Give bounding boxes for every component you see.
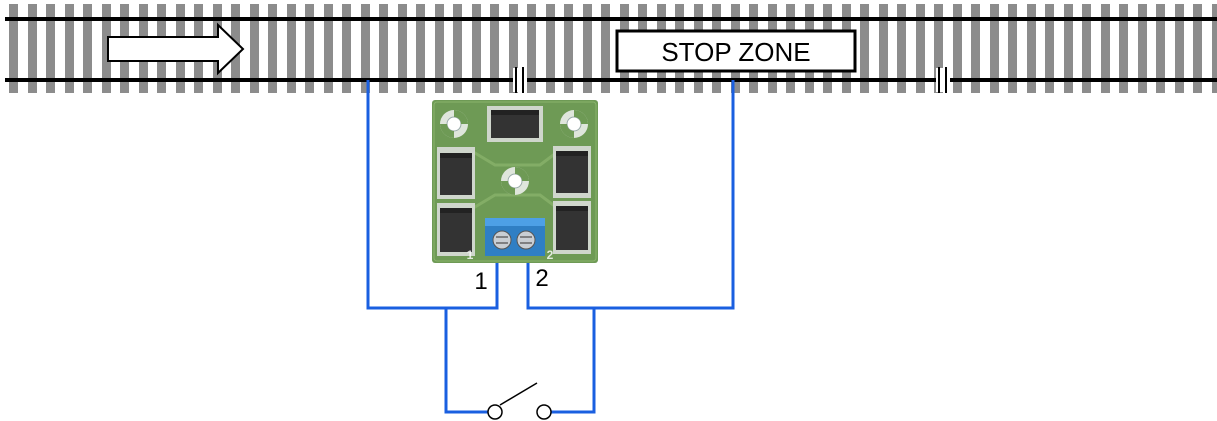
rail-gap-right	[936, 67, 950, 93]
sleeper	[990, 4, 999, 93]
sleeper	[490, 4, 499, 93]
terminal-label-2: 2	[535, 265, 548, 292]
wire-switch-right	[551, 308, 596, 414]
sleeper	[324, 4, 333, 93]
sleeper	[1138, 4, 1147, 93]
sleeper	[1156, 4, 1165, 93]
sleeper	[250, 4, 259, 93]
sleeper	[398, 4, 407, 93]
sleeper	[1027, 4, 1036, 93]
sleeper	[971, 4, 980, 93]
terminal-label-1: 1	[474, 268, 487, 295]
sleeper	[934, 4, 943, 93]
sleeper	[860, 4, 869, 93]
sleeper	[1212, 4, 1217, 93]
right-arrow-icon	[107, 22, 245, 76]
pcb-module: 1 2	[432, 100, 598, 263]
wire-switch-left	[444, 308, 488, 414]
sleeper	[1082, 4, 1091, 93]
wire-left-track	[366, 80, 499, 310]
sleeper	[65, 4, 74, 93]
diode-component	[553, 201, 591, 254]
sleeper	[83, 4, 92, 93]
wire-right-track	[526, 80, 735, 310]
sleeper	[1175, 4, 1184, 93]
sleeper	[897, 4, 906, 93]
sleeper	[1193, 4, 1202, 93]
screw-icon	[492, 230, 512, 250]
sleeper	[361, 4, 370, 93]
sleeper	[564, 4, 573, 93]
sleeper	[46, 4, 55, 93]
diode-component	[437, 147, 475, 199]
mounting-hole-icon	[501, 167, 529, 195]
sleeper	[416, 4, 425, 93]
sleeper	[435, 4, 444, 93]
sleeper	[1119, 4, 1128, 93]
sleeper	[379, 4, 388, 93]
sleeper	[287, 4, 296, 93]
sleeper	[102, 4, 111, 93]
sleeper	[527, 4, 536, 93]
sleeper	[1008, 4, 1017, 93]
pcb-label-1: 1	[467, 248, 474, 262]
sleeper	[879, 4, 888, 93]
sleeper	[1064, 4, 1073, 93]
sleeper	[342, 4, 351, 93]
pcb-label-2: 2	[547, 248, 554, 262]
sleeper	[1101, 4, 1110, 93]
sleeper	[472, 4, 481, 93]
switch-icon	[487, 382, 552, 420]
mounting-hole-icon	[440, 110, 468, 138]
sleeper	[546, 4, 555, 93]
diode-component	[553, 146, 591, 198]
sleeper	[268, 4, 277, 93]
sleeper	[601, 4, 610, 93]
sleeper	[305, 4, 314, 93]
screw-terminal	[485, 218, 545, 256]
sleeper	[583, 4, 592, 93]
wiring	[366, 80, 735, 414]
sleeper	[453, 4, 462, 93]
sleeper	[953, 4, 962, 93]
stop-zone-label: STOP ZONE	[615, 29, 857, 73]
diode-component	[487, 106, 543, 142]
screw-icon	[516, 230, 536, 250]
diode-component	[437, 203, 475, 256]
sleeper	[9, 4, 18, 93]
rail-gap-left	[513, 67, 527, 93]
sleeper	[916, 4, 925, 93]
sleeper	[28, 4, 37, 93]
stop-zone-text: STOP ZONE	[661, 37, 810, 67]
sleeper	[509, 4, 518, 93]
mounting-hole-icon	[560, 110, 588, 138]
sleeper	[1045, 4, 1054, 93]
